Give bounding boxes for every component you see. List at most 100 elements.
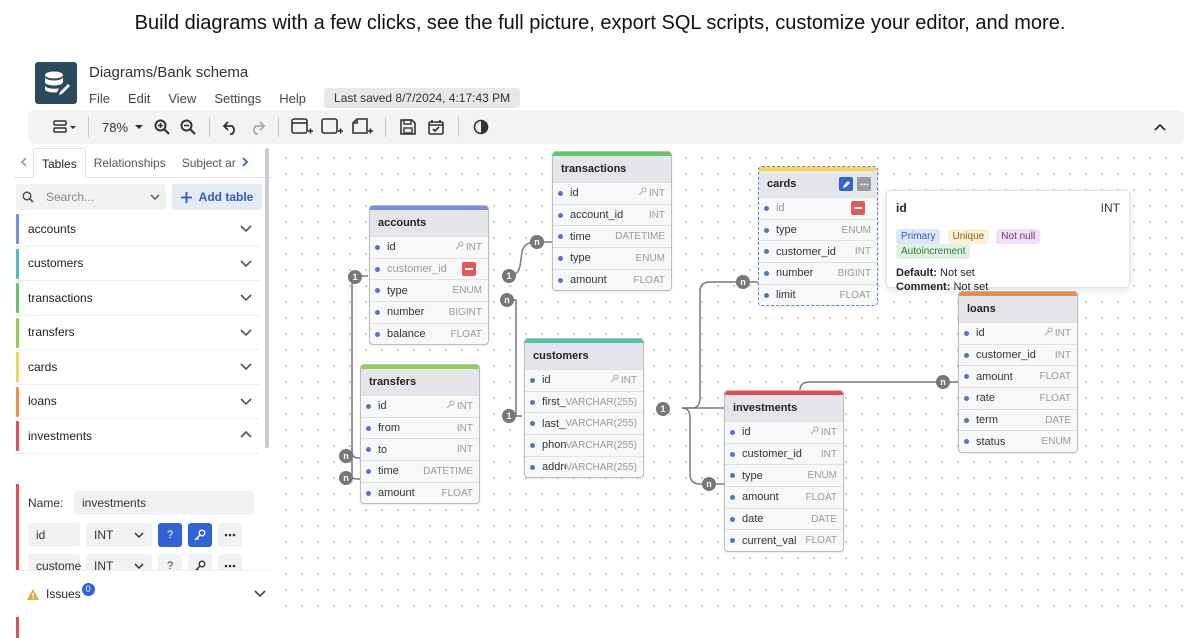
diagram-title[interactable]: Diagrams/Bank schema: [89, 64, 249, 81]
field-handle[interactable]: [558, 234, 563, 240]
table-field-row[interactable]: first_...VARCHAR(255): [525, 390, 643, 413]
table-node-header[interactable]: accounts: [370, 206, 488, 236]
table-field-row[interactable]: phoneVARCHAR(255): [525, 434, 643, 456]
chevron-down-icon[interactable]: [240, 257, 252, 269]
table-name-input[interactable]: investments: [74, 491, 254, 515]
field-handle[interactable]: [530, 377, 535, 383]
tabs-scroll-left[interactable]: [14, 148, 33, 178]
sidebar-table-investments[interactable]: investments: [14, 419, 260, 454]
table-field-row[interactable]: id: [759, 197, 877, 219]
menu-edit[interactable]: Edit: [127, 90, 151, 106]
field-handle[interactable]: [730, 538, 735, 544]
tab-relationships[interactable]: Relationships: [93, 155, 166, 170]
zoom-out-button[interactable]: [175, 113, 201, 141]
redo-button[interactable]: [244, 113, 270, 141]
field-handle[interactable]: [764, 249, 769, 255]
primary-key-toggle[interactable]: [188, 523, 212, 547]
field-handle[interactable]: [730, 451, 735, 457]
remove-field-button[interactable]: [462, 262, 476, 277]
field-handle[interactable]: [366, 468, 371, 474]
sidebar-table-loans[interactable]: loans: [14, 385, 260, 419]
field-handle[interactable]: [366, 490, 371, 496]
field-handle[interactable]: [730, 494, 735, 500]
field-handle[interactable]: [964, 439, 969, 445]
sidebar-table-transfers[interactable]: transfers: [14, 316, 260, 350]
field-handle[interactable]: [964, 395, 969, 401]
field-type-select[interactable]: INT: [86, 523, 152, 547]
field-handle[interactable]: [366, 447, 371, 453]
table-node-header[interactable]: investments: [725, 391, 843, 421]
sidebar-scrollbar[interactable]: [265, 148, 269, 448]
chevron-up-icon[interactable]: [240, 429, 252, 441]
add-table-tool-button[interactable]: [287, 113, 317, 141]
chevron-down-icon[interactable]: [240, 326, 252, 338]
table-search-input[interactable]: Search...: [16, 184, 166, 210]
field-handle[interactable]: [730, 473, 735, 479]
field-handle[interactable]: [375, 331, 380, 337]
save-button[interactable]: [394, 113, 422, 141]
menu-help[interactable]: Help: [279, 90, 307, 106]
field-handle[interactable]: [530, 399, 535, 405]
table-node-customers[interactable]: customersidINTfirst_...VARCHAR(255)last_…: [524, 338, 644, 479]
field-handle[interactable]: [558, 190, 563, 196]
edit-table-button[interactable]: [839, 177, 853, 191]
field-handle[interactable]: [964, 330, 969, 336]
field-handle[interactable]: [764, 205, 769, 211]
table-node-header[interactable]: transfers: [361, 365, 479, 395]
field-handle[interactable]: [558, 277, 563, 283]
field-handle[interactable]: [375, 309, 380, 315]
add-area-tool-button[interactable]: [317, 113, 347, 141]
field-handle[interactable]: [764, 227, 769, 233]
field-handle[interactable]: [366, 403, 371, 409]
table-field-row[interactable]: addre...VARCHAR(255): [525, 455, 643, 478]
app-logo[interactable]: [35, 62, 77, 104]
zoom-select[interactable]: 78%: [97, 113, 149, 141]
add-note-tool-button[interactable]: [347, 113, 377, 141]
sidebar-table-accounts[interactable]: accounts: [14, 212, 260, 247]
field-handle[interactable]: [366, 425, 371, 431]
field-handle[interactable]: [375, 244, 380, 250]
remove-field-button[interactable]: [851, 201, 865, 216]
chevron-down-icon[interactable]: [240, 395, 252, 407]
tab-subject-areas[interactable]: Subject ar: [181, 155, 236, 170]
layout-menu-button[interactable]: [50, 113, 80, 141]
chevron-down-icon[interactable]: [240, 360, 252, 372]
field-handle[interactable]: [375, 266, 380, 272]
chevron-down-icon[interactable]: [240, 291, 252, 303]
table-node-header[interactable]: cards: [759, 167, 877, 197]
field-handle[interactable]: [375, 288, 380, 294]
zoom-in-button[interactable]: [149, 113, 175, 141]
table-node-header[interactable]: loans: [959, 292, 1077, 322]
theme-toggle-button[interactable]: [467, 113, 495, 141]
undo-button[interactable]: [218, 113, 244, 141]
table-more-button[interactable]: [857, 177, 871, 191]
field-handle[interactable]: [730, 429, 735, 435]
field-handle[interactable]: [530, 442, 535, 448]
table-node-header[interactable]: customers: [525, 339, 643, 369]
